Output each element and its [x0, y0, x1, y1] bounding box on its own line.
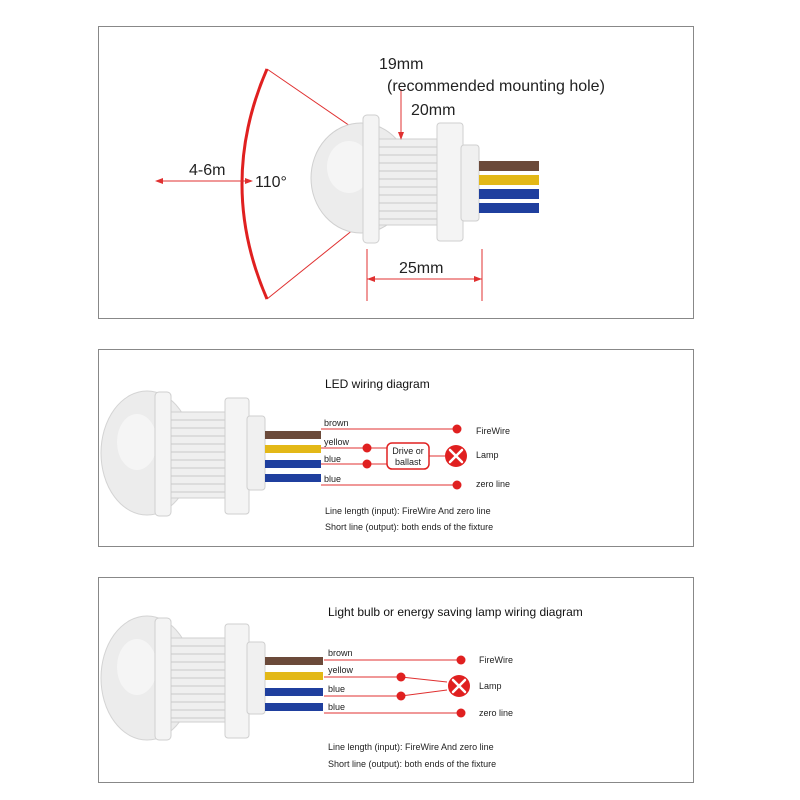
sensor-nut	[436, 122, 464, 242]
wire-brown	[265, 657, 323, 665]
driver-label-1: Drive or	[392, 446, 424, 456]
wire-blue-1	[265, 688, 323, 696]
sensor-back-cap	[460, 144, 480, 222]
sensor-threaded-body	[170, 411, 228, 499]
zero-line-label: zero line	[479, 708, 513, 718]
wire-label-yellow: yellow	[328, 665, 354, 675]
sensor-nut	[224, 623, 250, 739]
wire-label-brown: brown	[324, 418, 349, 428]
driver-ballast-box	[386, 442, 430, 470]
yellow-terminal	[396, 672, 406, 682]
detection-angle-arc	[240, 68, 269, 300]
dim-20mm: 20mm	[411, 102, 455, 119]
note-line-2: Short line (output): both ends of the fi…	[328, 759, 496, 769]
wire-blue-1	[265, 460, 321, 468]
range-label: 4-6m	[189, 162, 225, 179]
wire-yellow	[265, 672, 323, 680]
range-arrow-right-head	[245, 178, 253, 184]
wire-blue-1	[479, 189, 539, 199]
led-wiring-panel: Drive or ballast brown yellow blue blue …	[98, 349, 694, 547]
lamp-label: Lamp	[479, 681, 502, 691]
wire-blue-2	[265, 703, 323, 711]
sensor-threaded-body	[170, 637, 228, 723]
dim-hole-note: (recommended mounting hole)	[387, 78, 605, 95]
sensor-front-flange	[154, 617, 172, 741]
sensor-threaded-body	[378, 138, 440, 226]
driver-label-2: ballast	[395, 457, 422, 467]
sensor-back-cap	[246, 415, 266, 491]
firewire-terminal	[456, 655, 466, 665]
zero-terminal	[456, 708, 466, 718]
dimension-drawing: 19mm (recommended mounting hole) 20mm 4-…	[155, 56, 605, 301]
wire-label-blue: blue	[328, 684, 345, 694]
wire-label-blue-2: blue	[328, 702, 345, 712]
zero-line-label: zero line	[476, 479, 510, 489]
diagram-title: Light bulb or energy saving lamp wiring …	[328, 605, 583, 619]
wire-label-yellow: yellow	[324, 437, 350, 447]
wire-label-brown: brown	[328, 648, 353, 658]
sensor-front-flange	[362, 114, 380, 244]
note-line-2: Short line (output): both ends of the fi…	[325, 522, 493, 532]
bulb-wiring-diagram: brown yellow blue blue FireWire Lamp zer…	[100, 605, 583, 769]
sensor-front-flange	[154, 391, 172, 517]
yellow-terminal	[362, 443, 372, 453]
dim-19mm: 19mm	[379, 56, 423, 73]
sensor-back-cap	[246, 641, 266, 715]
blue-terminal	[362, 459, 372, 469]
angle-label: 110°	[255, 174, 287, 191]
blue-terminal	[396, 691, 406, 701]
note-line-1: Line length (input): FireWire And zero l…	[325, 506, 491, 516]
dimension-panel: 19mm (recommended mounting hole) 20mm 4-…	[98, 26, 694, 319]
zero-terminal	[452, 480, 462, 490]
led-wiring-diagram: Drive or ballast brown yellow blue blue …	[100, 377, 510, 532]
wire-label-blue: blue	[324, 454, 341, 464]
range-arrow-left-head	[155, 178, 163, 184]
wire-brown	[265, 431, 321, 439]
wire-label-blue-2: blue	[324, 474, 341, 484]
firewire-terminal	[452, 424, 462, 434]
dim-25mm: 25mm	[399, 260, 443, 277]
wire-yellow	[265, 445, 321, 453]
bulb-wiring-panel: brown yellow blue blue FireWire Lamp zer…	[98, 577, 694, 783]
sensor-nut	[224, 397, 250, 515]
wire-blue-2	[479, 203, 539, 213]
wire-blue-2	[265, 474, 321, 482]
diagram-title: LED wiring diagram	[325, 377, 430, 391]
note-line-1: Line length (input): FireWire And zero l…	[328, 742, 494, 752]
wire-brown	[479, 161, 539, 171]
firewire-label: FireWire	[476, 426, 510, 436]
firewire-label: FireWire	[479, 655, 513, 665]
wire-yellow	[479, 175, 539, 185]
lamp-label: Lamp	[476, 450, 499, 460]
